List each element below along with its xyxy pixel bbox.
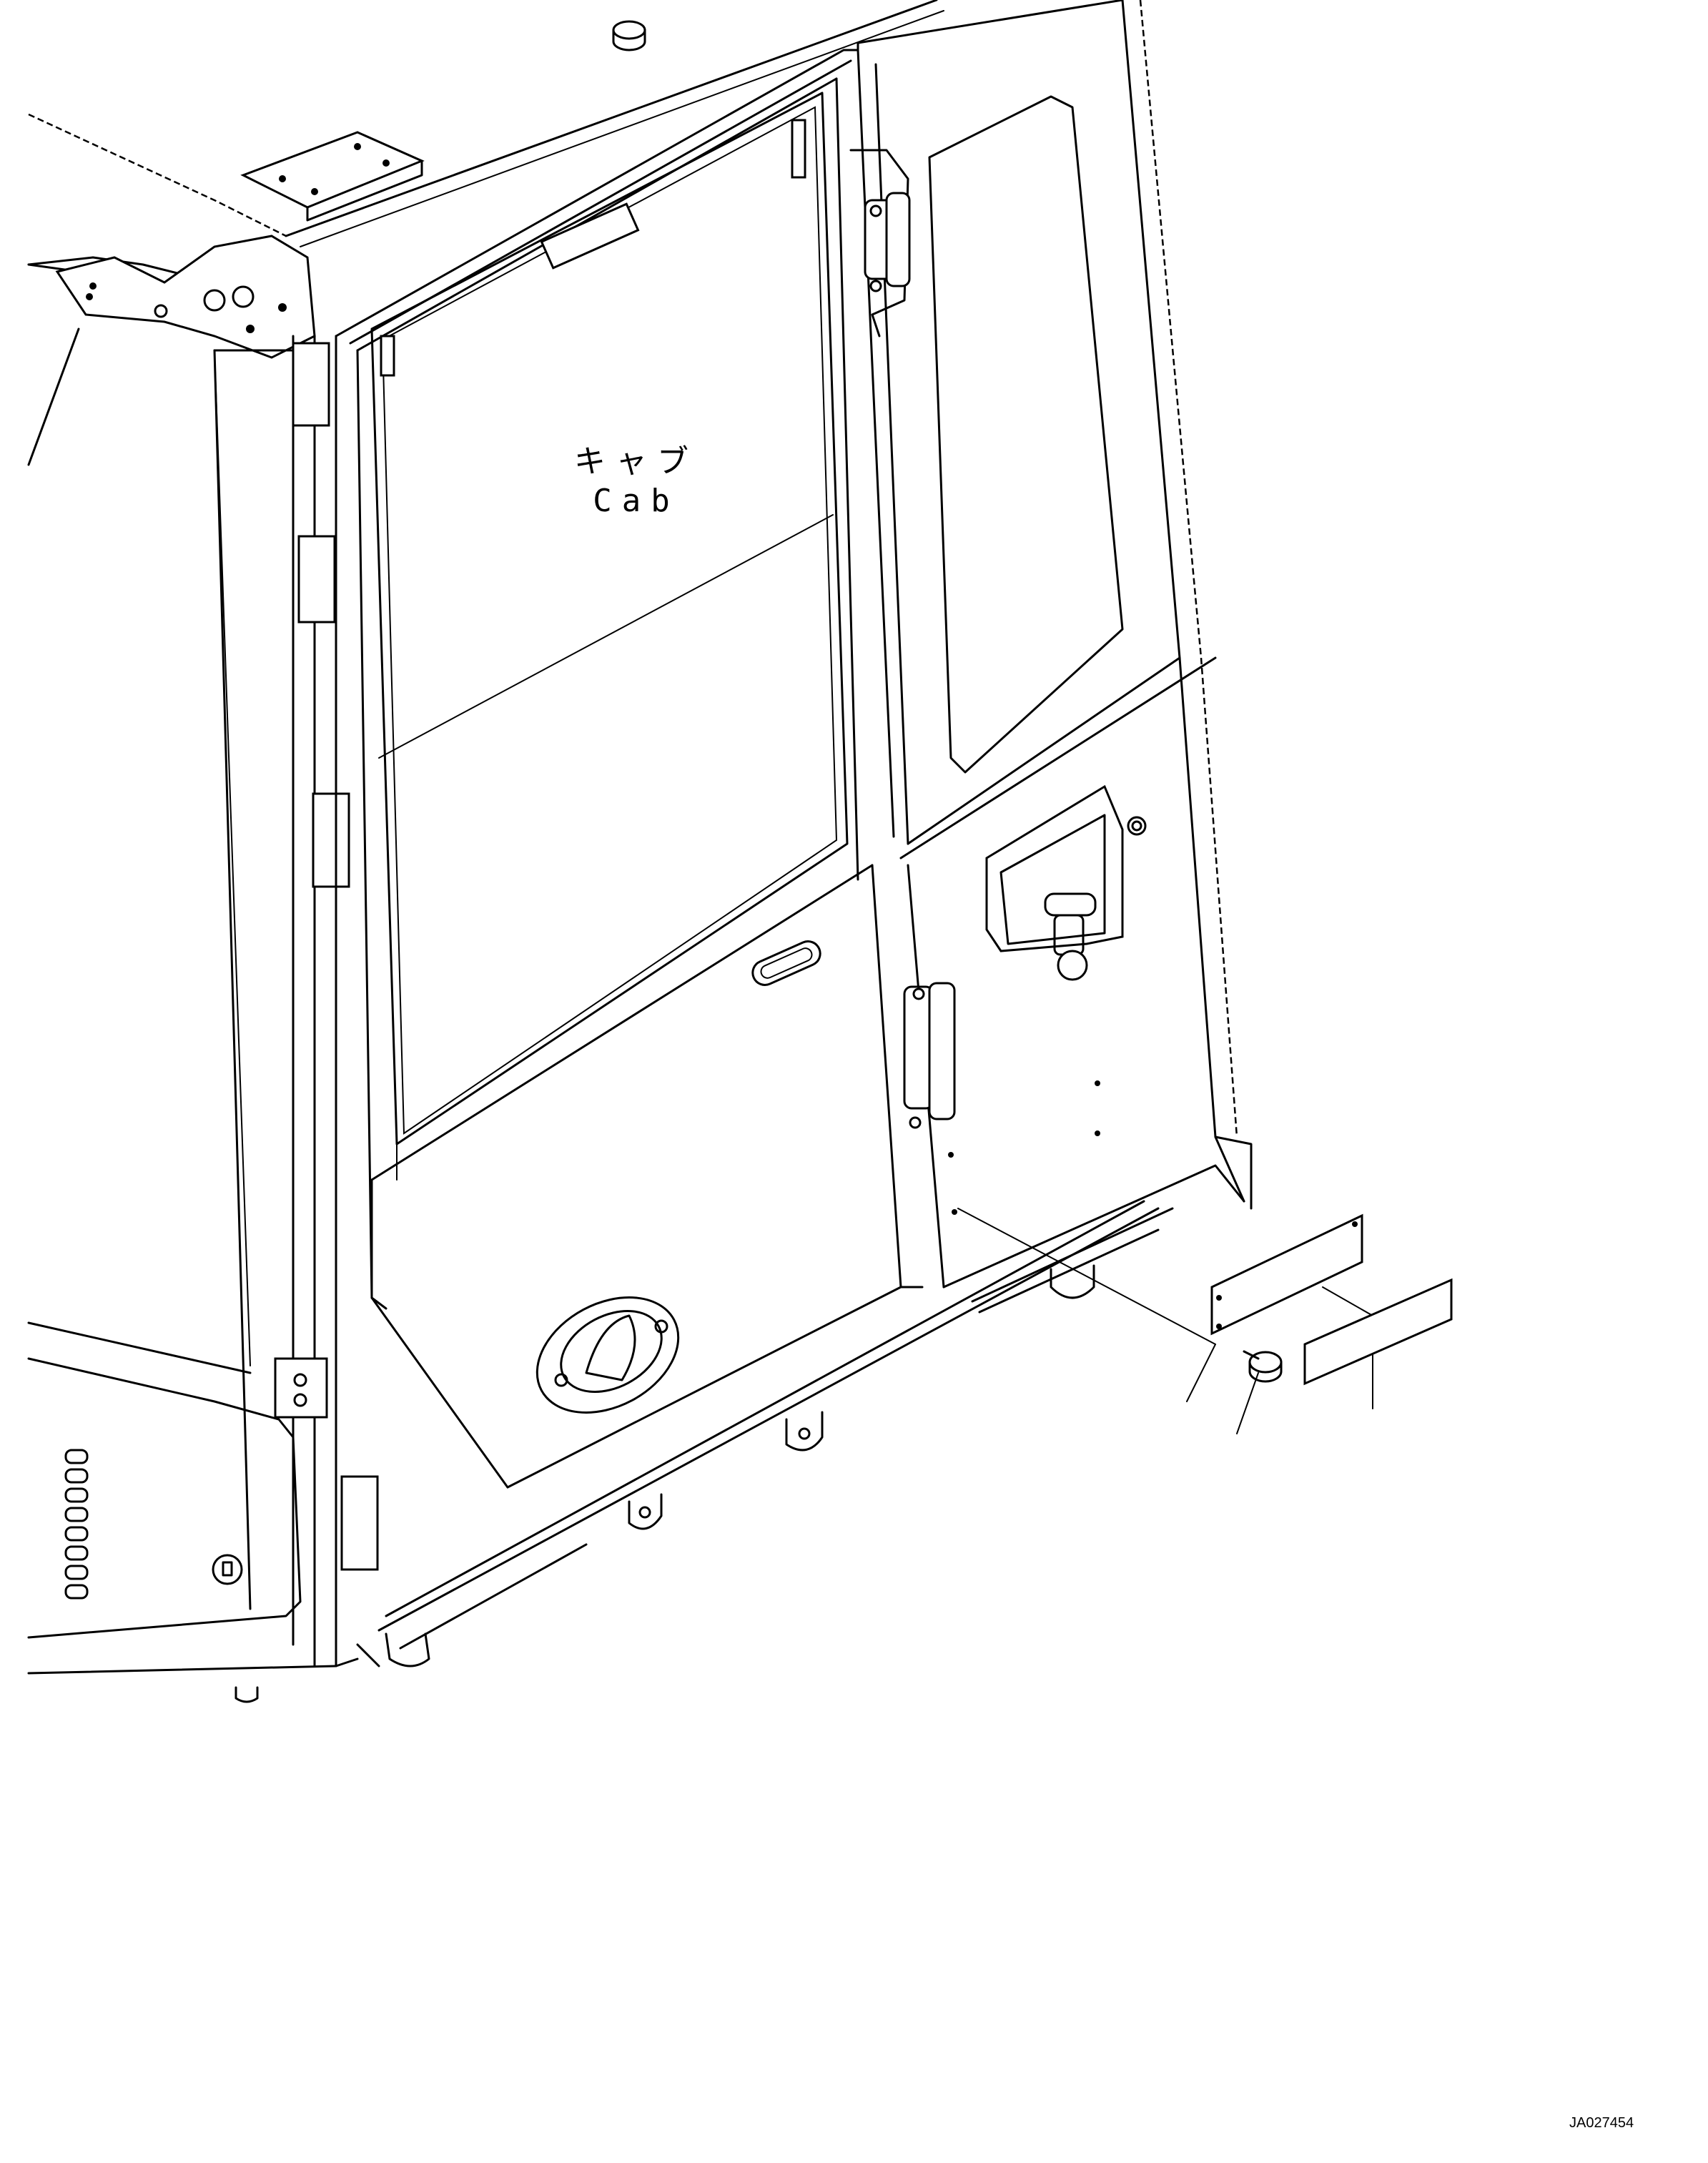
door-lock-bracket — [985, 784, 1147, 981]
upper-right-hinge — [849, 149, 911, 337]
roof-mounting-plate — [240, 131, 425, 222]
vent-louvers — [64, 1449, 243, 1600]
panel-rivets — [948, 1080, 1100, 1215]
lower-right-hinge — [903, 982, 956, 1129]
left-corner-bracket — [27, 235, 316, 466]
door-grab-handle — [535, 1296, 680, 1414]
cab-right-panel — [857, 0, 1253, 1289]
cab-floor-rails — [335, 1200, 1174, 1667]
rivet-part — [1243, 1350, 1283, 1383]
door-hinge-blocks — [274, 342, 379, 1571]
door-slot-handle — [751, 940, 821, 986]
cab-label-japanese: キャブ — [574, 443, 698, 480]
roof-nut — [612, 20, 646, 51]
cab-label: キャブ Cab — [543, 442, 729, 521]
decal-plate — [1210, 1213, 1363, 1336]
label-sticker — [1303, 1278, 1453, 1386]
cab-label-english: Cab — [593, 483, 680, 519]
door-window — [370, 92, 849, 1145]
lower-mount-brackets — [235, 1264, 1095, 1703]
drawing-number: JA027454 — [1569, 2115, 1634, 2131]
cab-left-lower-body — [27, 350, 337, 1675]
